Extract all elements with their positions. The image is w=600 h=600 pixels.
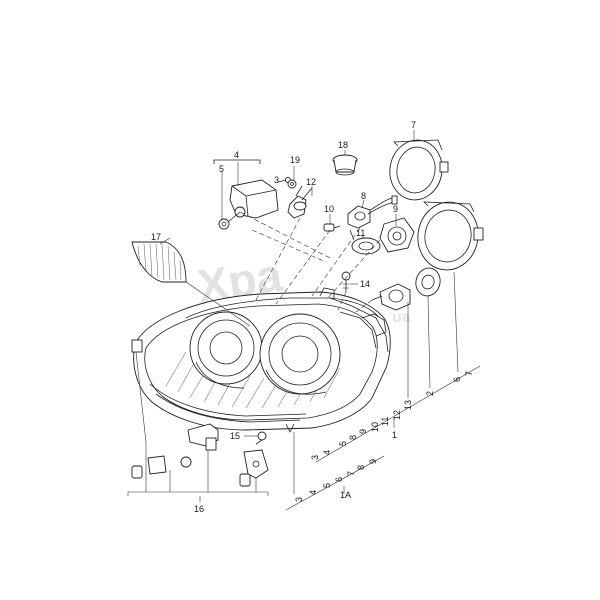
headlight-housing [131, 287, 391, 433]
part-12-bulb [287, 185, 313, 219]
part-11-bulb [349, 229, 381, 255]
label-4: 4 [234, 150, 239, 160]
leader-lines [127, 130, 481, 511]
label-group1-12: 12 [392, 410, 402, 420]
label-group1a-4: 4 [308, 490, 318, 495]
label-13: 13 [403, 400, 413, 410]
label-16: 16 [194, 504, 204, 514]
part-4-leveling-motor [218, 177, 297, 230]
label-19: 19 [290, 155, 300, 165]
label-group1a-6: 6 [334, 477, 344, 482]
label-11: 11 [356, 228, 365, 238]
label-10: 10 [324, 204, 334, 214]
watermark-sub-text: ua [392, 309, 411, 326]
part-9-bulb-socket [379, 217, 415, 253]
label-group1-4: 4 [322, 450, 332, 455]
label-7: 7 [464, 371, 474, 376]
label-group1-5: 5 [338, 441, 348, 446]
part-15-screw [255, 431, 267, 445]
part-18-cap [332, 154, 358, 176]
part-7-cap-top [389, 139, 449, 201]
label-group1-10: 10 [370, 422, 380, 432]
label-17: 17 [151, 232, 161, 242]
label-group1a-9: 9 [368, 459, 378, 464]
label-8: 8 [361, 191, 366, 201]
label-5: 5 [219, 164, 224, 174]
part-14-screw [341, 271, 351, 292]
label-6: 6 [452, 377, 462, 382]
label-group1-3: 3 [310, 455, 320, 460]
bracket-4 [213, 159, 261, 164]
label-group1a-7: 7 [346, 471, 356, 476]
label-3-screw: 3 [274, 175, 279, 185]
part-13-bulb [371, 283, 411, 311]
label-1a: 1A [340, 490, 351, 500]
part-8-bulb-holder [347, 195, 398, 229]
label-group1-11: 11 [380, 417, 390, 426]
label-12: 12 [306, 177, 316, 187]
label-7-top: 7 [411, 120, 416, 130]
label-2: 2 [425, 391, 435, 396]
label-15: 15 [230, 431, 240, 441]
part-7-cap-right [417, 201, 484, 271]
part-10-bulb [323, 223, 341, 232]
label-group1a-3: 3 [294, 497, 304, 502]
part-2-ring [415, 267, 441, 297]
label-14: 14 [360, 279, 370, 289]
callout-labels: 4 5 3 19 12 10 18 8 11 9 7 17 14 15 16 1… [151, 120, 474, 514]
label-18: 18 [338, 140, 348, 150]
assembly-dashed-lines [239, 211, 381, 313]
part-17-cover [131, 237, 251, 327]
label-group1-8: 8 [348, 435, 358, 440]
label-1: 1 [392, 430, 397, 440]
label-group1a-8: 8 [356, 465, 366, 470]
label-group1-9: 9 [358, 429, 368, 434]
label-group1a-5: 5 [322, 483, 332, 488]
label-9: 9 [393, 204, 398, 214]
part-16-brackets [131, 423, 269, 487]
